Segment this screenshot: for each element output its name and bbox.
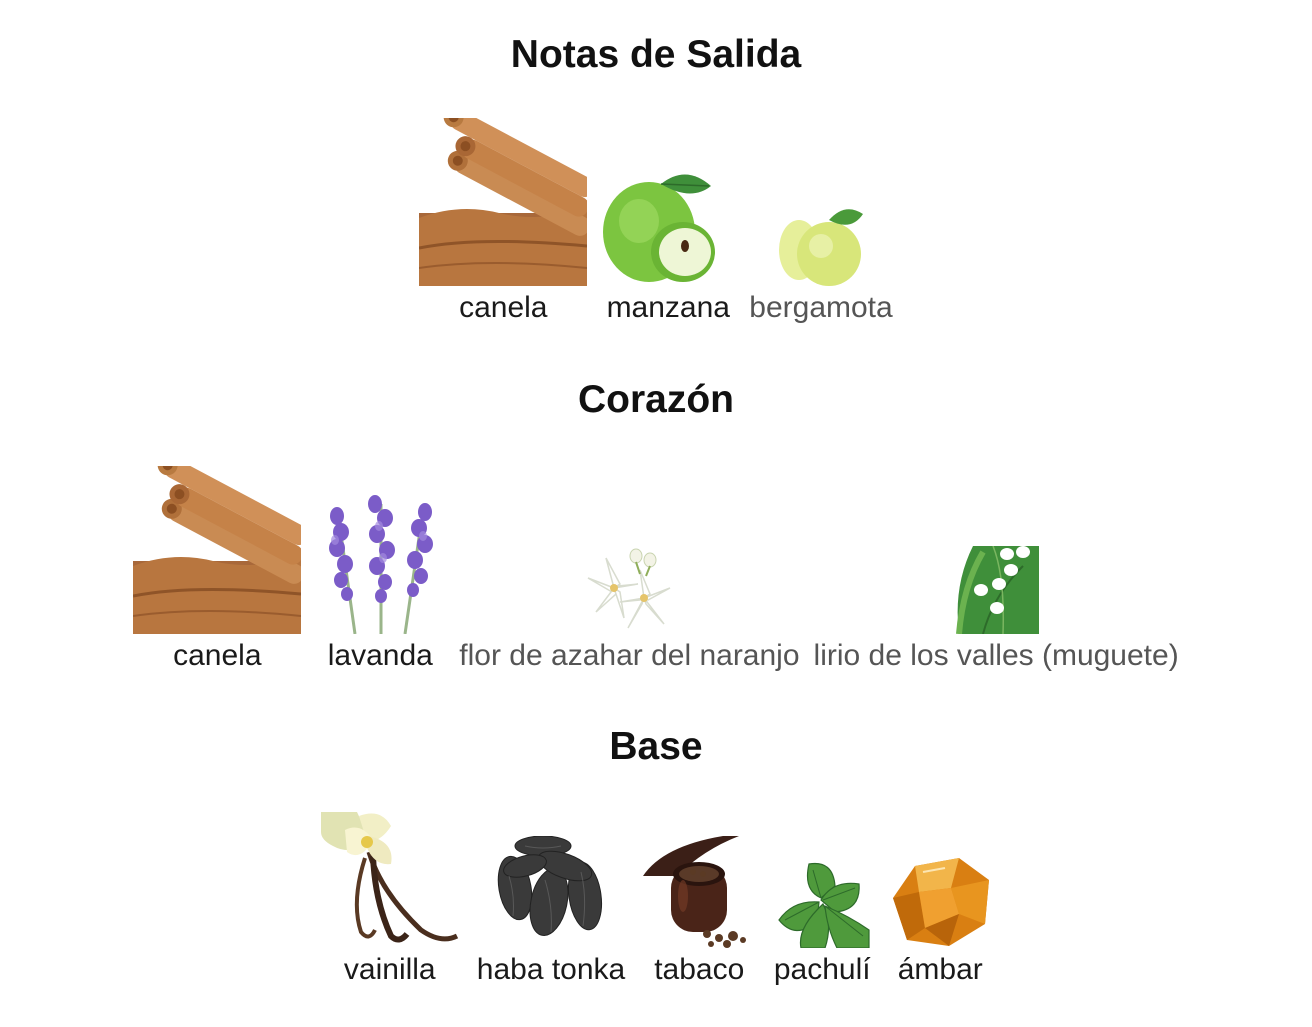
patchouli-icon — [773, 850, 871, 948]
lily-of-the-valley-icon — [953, 546, 1040, 634]
note-item[interactable]: haba tonka — [477, 836, 625, 988]
orange-blossom-icon — [584, 548, 674, 634]
note-label: canela — [459, 291, 548, 324]
note-item[interactable]: manzana — [601, 166, 735, 326]
note-label: bergamota — [749, 291, 893, 324]
note-item[interactable]: canela — [419, 118, 588, 326]
note-label: ámbar — [897, 953, 983, 986]
note-item[interactable]: ámbar — [889, 858, 991, 988]
note-label: lirio de los valles (muguete) — [813, 639, 1179, 672]
note-label: flor de azahar del naranjo — [459, 639, 800, 672]
note-item[interactable]: bergamota — [749, 202, 893, 326]
note-item[interactable]: tabaco — [643, 836, 755, 988]
note-label: manzana — [606, 291, 730, 324]
note-item[interactable]: lirio de los valles (muguete) — [814, 546, 1179, 674]
note-item[interactable]: pachulí — [773, 850, 871, 988]
top-notes-row: canela manzana bergamota — [0, 118, 1312, 326]
note-item[interactable]: lavanda — [315, 494, 445, 674]
apple-icon — [601, 166, 735, 286]
cinnamon-icon — [133, 466, 302, 634]
note-item[interactable]: canela — [133, 466, 302, 674]
note-label: pachulí — [773, 953, 871, 986]
base-notes-row: vainilla haba tonka — [0, 812, 1312, 988]
note-item[interactable]: flor de azahar del naranjo — [459, 548, 800, 674]
section-title-top-notes: Notas de Salida — [510, 33, 802, 76]
tobacco-icon — [643, 836, 755, 948]
lavender-icon — [315, 494, 445, 634]
section-title-base-notes: Base — [609, 725, 703, 768]
note-label: tabaco — [654, 953, 745, 986]
vanilla-icon — [320, 812, 459, 948]
bergamot-icon — [777, 202, 865, 286]
cinnamon-icon — [419, 118, 588, 286]
section-title-heart-notes: Corazón — [578, 378, 734, 421]
amber-icon — [889, 858, 991, 948]
note-item[interactable]: vainilla — [320, 812, 459, 988]
note-label: vainilla — [343, 953, 436, 986]
note-label: haba tonka — [476, 953, 626, 986]
tonka-bean-icon — [495, 836, 607, 948]
heart-notes-row: canela — [0, 466, 1312, 674]
note-label: lavanda — [327, 639, 433, 672]
note-label: canela — [173, 639, 262, 672]
